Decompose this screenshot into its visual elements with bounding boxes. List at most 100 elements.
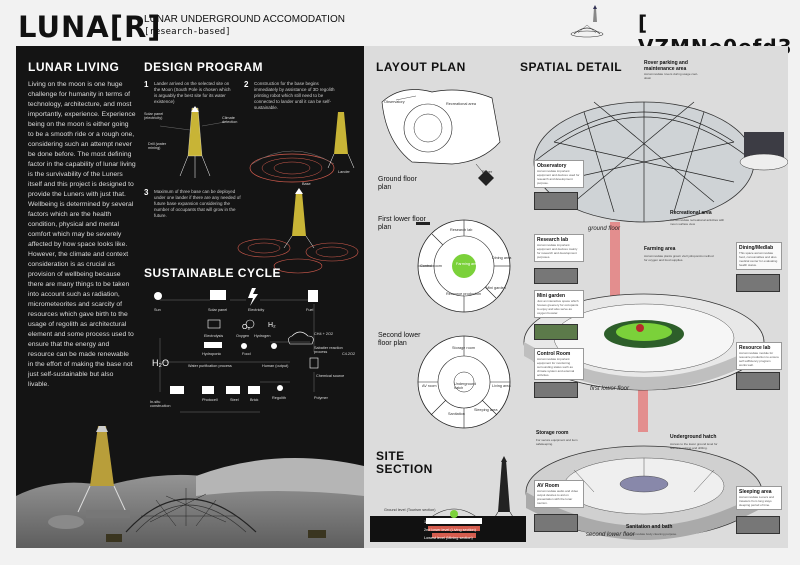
dining-desc: This space accommodate food, consumables… [739, 251, 778, 267]
node-hydroponic: Hydroponic [202, 352, 222, 356]
node-chemical-source: Chemical source [316, 374, 345, 378]
observatory-thumb [534, 192, 578, 210]
resource-thumb [736, 372, 780, 390]
step-3-text: Maximum of three base can be deployed un… [154, 189, 241, 218]
sleeping-card: Sleeping area Accommodate Luners and tra… [736, 486, 782, 510]
light-panel: LAYOUT PLAN Observatory Recreational are… [364, 46, 788, 548]
project-title: LUNAR UNDERGROUND ACCOMODATION [144, 14, 345, 25]
sleeping-thumb [736, 516, 780, 534]
ground-floor-plan [381, 89, 501, 186]
label-second-lower-floor: second lower floor [586, 532, 635, 538]
first-floor-plan-label: First lower floor plan [378, 216, 426, 231]
room-recreational-g: Recreational area [446, 102, 476, 106]
lander-mini-icon [570, 5, 604, 38]
research-title: Research lab [537, 237, 569, 243]
room-living-s: Living area [492, 384, 511, 388]
rover-desc: Accommodate rovers during usage cool-dow… [644, 72, 698, 80]
research-card: Research lab Accommodate important equip… [534, 234, 584, 262]
node-fuel: Fuel [306, 308, 314, 312]
node-hydrogen: Hydrogen [254, 334, 271, 338]
node-regolith: Regolith [272, 396, 286, 400]
node-electrolysis: Electrolysis [204, 334, 224, 338]
room-control-f: Control room [420, 264, 442, 268]
header: LUNA[R] LUNAR UNDERGROUND ACCOMODATION [… [0, 0, 800, 83]
base-label: Base [302, 182, 311, 186]
expansion-diagram-3 [237, 188, 359, 274]
lander-diagram-1 [159, 106, 226, 178]
moon-landscape-render [16, 426, 364, 548]
resource-title: Resource lab [739, 345, 771, 351]
step-2-number: 2 [244, 80, 249, 89]
section-first-label: 1st lower level (Research section) [424, 520, 481, 524]
mini-garden-desc: Just an interactive space which houses g… [537, 299, 579, 315]
sustainable-cycle-diagram [154, 288, 319, 413]
rover-title: Rover parking and maintenance area [644, 60, 688, 72]
room-sanitation-s: Sanitation [448, 412, 465, 416]
room-storage-s: Storage room [452, 346, 476, 350]
label-first-lower-floor: first lower floor [590, 386, 630, 392]
farming-title: Farming area [644, 246, 676, 252]
step-1-number: 1 [144, 80, 149, 89]
h2o-label: H₂O [152, 358, 169, 368]
resource-desc: Accommodate module for resource producti… [739, 351, 779, 367]
av-title: AV Room [537, 483, 560, 489]
room-av-s: AV room [422, 384, 437, 388]
node-photocell: Photocell [202, 398, 218, 402]
control-title: Control Room [537, 351, 571, 357]
research-desc: Accommodate important equipment and devi… [537, 243, 578, 259]
node-sabatier: Sabatier reaction process [314, 346, 343, 354]
node-polymer: Polymer [314, 396, 328, 400]
layout-plan-heading: LAYOUT PLAN [376, 60, 466, 74]
recreational-title: Recreational area [670, 210, 712, 216]
av-thumb [534, 514, 578, 532]
node-water-purification: Water purification process [188, 364, 232, 368]
dining-title: Dining/Medlab [739, 245, 774, 251]
node-c42o2: C4.2O2 [342, 352, 356, 356]
node-solar-panel: Solar panel [208, 308, 228, 312]
spatial-axonometric [523, 101, 788, 540]
control-thumb [534, 382, 578, 398]
node-electricity: Electricity [248, 308, 265, 312]
observatory-card: Observatory Accommodate important equipm… [534, 160, 584, 188]
resource-card: Resource lab Accommodate module for reso… [736, 342, 782, 370]
hatch-title: Underground hatch [670, 434, 717, 440]
av-card: AV Room Accommodate audio and video outp… [534, 480, 584, 508]
o2-label: O₂ [242, 324, 251, 331]
section-lowest-label: Lowest level (Mining section) [424, 536, 473, 540]
dining-thumb [736, 274, 780, 292]
h2-label: H₂ [268, 322, 276, 329]
lunar-living-text: Living on the moon is one huge challenge… [28, 81, 136, 388]
room-rover-g: Rover [482, 170, 493, 174]
lander-label: Lander [338, 170, 350, 174]
mini-garden-title: Mini garden [537, 293, 566, 299]
room-research-f: Research lab [450, 228, 473, 232]
node-brick: Brick [250, 398, 259, 402]
storage-desc: For secure equipment and item safekeepin… [536, 438, 578, 446]
control-desc: Accommodate important equipment for moni… [537, 357, 575, 377]
room-dining-f: Dining area [492, 256, 512, 260]
av-desc: Accommodate audio and video output devic… [537, 489, 579, 505]
sleeping-title: Sleeping area [739, 489, 772, 495]
lunar-living-heading: LUNAR LIVING [28, 60, 120, 74]
site-section-heading: SITE SECTION [376, 449, 433, 476]
spatial-detail-heading: SPATIAL DETAIL [520, 60, 623, 74]
label-ground-floor: ground floor [588, 226, 621, 232]
second-floor-plan [417, 335, 511, 429]
sleeping-desc: Accommodate Luners and travelers from lo… [739, 495, 775, 507]
solar-panel-label: Solar panel (electricity) [144, 112, 164, 120]
recreational-desc: Accommodate recreational activities with… [670, 218, 725, 226]
node-oxygen: Oxygen [236, 334, 250, 338]
sustainable-cycle-heading: SUSTAINABLE CYCLE [144, 266, 281, 280]
dining-card: Dining/Medlab This space accommodate foo… [736, 242, 782, 270]
second-floor-plan-label: Second lower floor plan [378, 332, 421, 347]
node-ch4: CH4 + 2O2 [314, 332, 334, 336]
room-observatory-g: Observatory [384, 100, 405, 104]
base-diagram-2 [249, 112, 355, 183]
room-sleeping-s: Sleeping area [474, 408, 498, 412]
site-section-drawing [370, 456, 526, 542]
room-farming-f: Farming area [456, 262, 479, 266]
section-ground-label: Ground level (Tourism section) [384, 508, 436, 512]
node-sun: Sun [154, 308, 161, 312]
hatch-desc: Access to the lower ground level for res… [670, 442, 718, 450]
room-garden-f: Mini garden [486, 286, 506, 290]
